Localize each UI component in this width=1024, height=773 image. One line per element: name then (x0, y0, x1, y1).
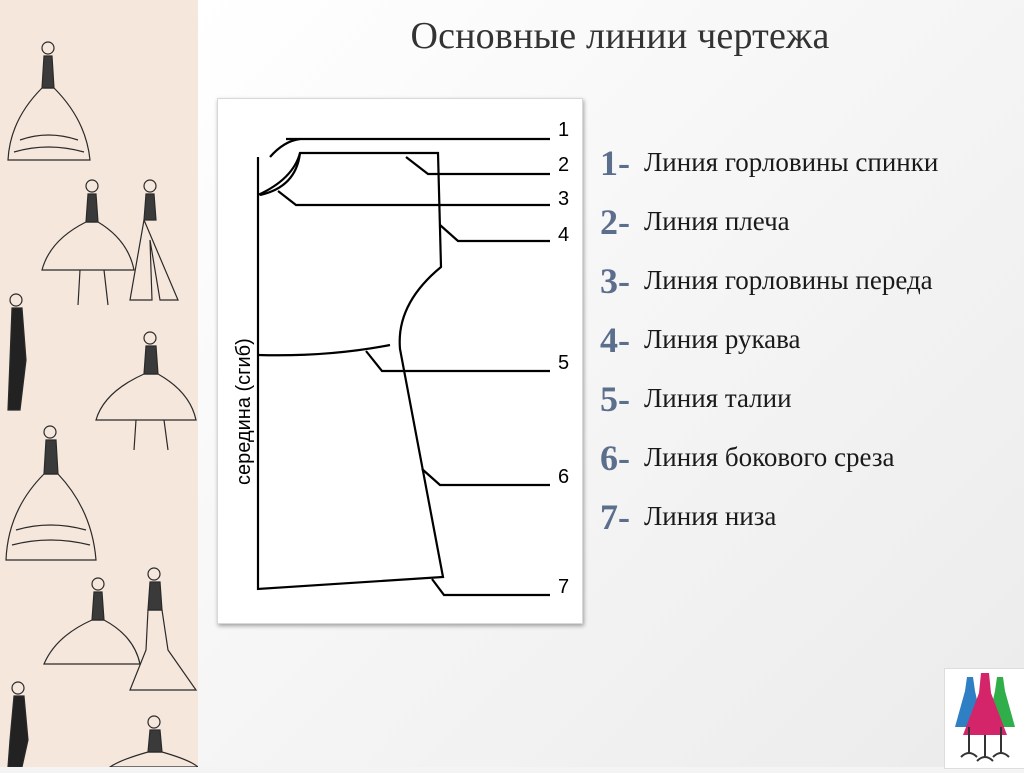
ball-gown-sketch (7, 41, 91, 161)
leader-line-5 (365, 350, 550, 373)
legend-number: 5- (600, 378, 630, 419)
line-number-2: 2 (558, 154, 569, 176)
legend-label: Линия низа (644, 501, 777, 531)
legend-list: 1- Линия горловины спинки 2- Линия плеча… (600, 133, 1020, 546)
legend-number: 4- (600, 319, 630, 360)
pattern-drawing-svg: 1 2 3 4 5 6 7 середина (сгиб) (233, 119, 569, 598)
legend-number: 1- (600, 142, 630, 183)
legend-item: 2- Линия плеча (600, 192, 1020, 251)
front-neckline (259, 152, 302, 197)
dress-sketches-icon (5, 41, 198, 767)
leader-line-6 (421, 468, 550, 487)
line-number-7: 7 (558, 576, 569, 598)
black-dress-sketch-2 (7, 681, 29, 767)
flared-dress-sketch-2 (43, 577, 141, 665)
line-number-6: 6 (558, 466, 569, 488)
legend-item: 4- Линия рукава (600, 310, 1020, 369)
legend-label: Линия рукава (644, 324, 801, 354)
legend-item: 6- Линия бокового среза (600, 428, 1020, 487)
legend-item: 5- Линия талии (600, 369, 1020, 428)
legend-item: 1- Линия горловины спинки (600, 133, 1020, 192)
back-neckline (269, 137, 301, 158)
leader-line-2 (405, 156, 550, 176)
leader-line-3 (277, 190, 550, 207)
dress-illustrations-strip (0, 0, 198, 767)
line-number-3: 3 (558, 188, 569, 210)
black-dress-sketch (7, 293, 27, 411)
line-number-1: 1 (558, 119, 569, 141)
legend-label: Линия бокового среза (644, 442, 895, 472)
mermaid-dress-sketch (129, 567, 198, 691)
legend-number: 7- (600, 496, 630, 537)
full-skirt-sketch (129, 179, 179, 301)
leader-line-4 (439, 224, 550, 243)
legend-label: Линия горловины спинки (644, 147, 939, 177)
legend-item: 7- Линия низа (600, 487, 1020, 546)
dress-mannequins-icon (955, 673, 1015, 762)
fold-label: середина (сгиб) (233, 338, 255, 485)
flared-dress-sketch (41, 179, 135, 306)
line-number-5: 5 (558, 352, 569, 374)
legend-number: 3- (600, 260, 630, 301)
dress-logo (944, 668, 1024, 769)
ball-gown-sketch-2 (5, 425, 97, 561)
line-number-4: 4 (558, 224, 569, 246)
legend-number: 6- (600, 437, 630, 478)
swing-dress-sketch (95, 331, 197, 451)
slide-title: Основные линии чертежа (410, 15, 830, 57)
legend-number: 2- (600, 201, 630, 242)
leader-line-7 (431, 578, 550, 597)
legend-label: Линия горловины переда (644, 265, 933, 295)
pattern-drawing: 1 2 3 4 5 6 7 середина (сгиб) (217, 98, 583, 624)
legend-label: Линия талии (644, 383, 792, 413)
legend-label: Линия плеча (644, 206, 790, 236)
legend-item: 3- Линия горловины переда (600, 251, 1020, 310)
swing-dress-sketch-2 (108, 715, 198, 767)
waist-line (257, 343, 391, 357)
garment-outline (256, 151, 445, 591)
